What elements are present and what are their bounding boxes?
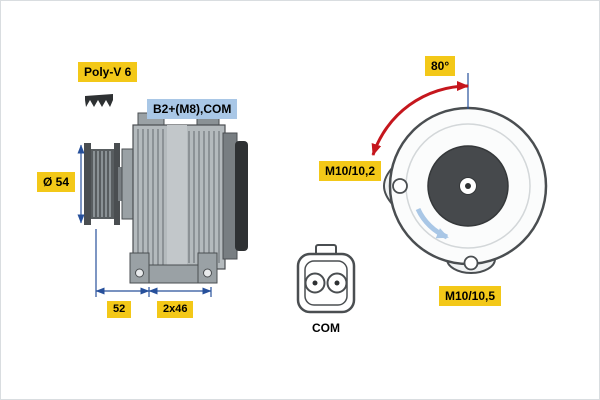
alternator-rear-view [371,73,548,274]
rear-bracket [222,132,238,260]
dimension-52-label: 52 [107,301,132,318]
foot-hole-right [203,268,212,278]
alternator-side-view [84,94,248,284]
pulley-groove-stripes [93,151,111,217]
lower-mount-label: M10/10,5 [439,286,502,306]
pulley-shaft [118,167,124,201]
stator-middle-band [167,125,187,269]
connector-outline [296,252,356,314]
rear-black-cover [235,141,248,251]
connector-pin-right-dot [334,280,340,286]
pulley-right-flange [114,143,120,225]
rotation-direction-arrow [415,207,449,240]
angle-arc [371,81,469,156]
belt-profile-icon [85,94,113,107]
com-connector [296,244,356,314]
pulley-diameter-label: Ø 54 [37,172,76,192]
belt-type-label: Poly-V 6 [78,62,138,82]
dimension-lines [77,144,212,297]
terminal-label: B2+(M8),COM [147,99,238,119]
pulley-left-flange [84,143,91,225]
connector-label: COM [312,321,340,335]
upper-mount-hole [392,178,408,194]
lower-mount-hole [463,255,479,271]
mounting-base [146,264,201,284]
foot-hole-left [135,268,144,278]
mounting-foot-left [129,252,150,284]
shaft-center-dot [465,183,471,189]
dimension-2x46-label: 2x46 [157,301,194,318]
upper-mount-label: M10/10,2 [319,161,382,181]
mounting-foot-right [197,252,218,284]
connector-pin-left-dot [312,280,318,286]
cooling-fins [137,129,220,265]
angle-label: 80° [425,56,456,76]
